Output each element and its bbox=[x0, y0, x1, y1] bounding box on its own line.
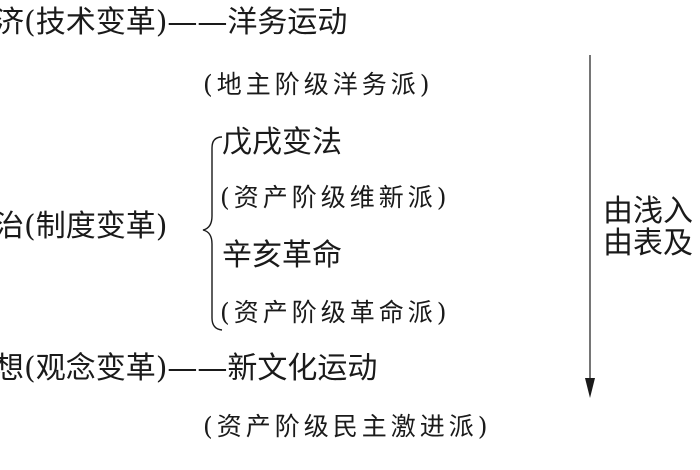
progression-line-2: 由表及 bbox=[603, 226, 693, 261]
politics-event-1: 戊戌变法 bbox=[222, 125, 342, 160]
arrowhead-icon bbox=[585, 378, 595, 398]
economy-row: 济(技术变革)——洋务运动 bbox=[0, 8, 347, 38]
thought-row: 想(观念变革)——新文化运动 bbox=[0, 354, 377, 384]
thought-event: 新文化运动 bbox=[227, 351, 378, 386]
economy-category: 济(技术变革) bbox=[0, 5, 168, 40]
economy-event: 洋务运动 bbox=[227, 5, 348, 40]
progression-line-1: 由浅入 bbox=[603, 194, 693, 229]
connector-dash: —— bbox=[167, 351, 228, 386]
politics-group-2: (资产阶级革命派) bbox=[220, 298, 451, 327]
thought-category: 想(观念变革) bbox=[0, 351, 168, 386]
economy-group: (地主阶级洋务派) bbox=[203, 70, 434, 99]
connector-dash: —— bbox=[167, 5, 228, 40]
politics-category: 治(制度变革) bbox=[0, 209, 168, 244]
curly-brace bbox=[202, 136, 223, 331]
politics-event-2: 辛亥革命 bbox=[222, 238, 342, 273]
politics-group-1: (资产阶级维新派) bbox=[220, 183, 451, 212]
thought-group: (资产阶级民主激进派) bbox=[203, 412, 492, 441]
